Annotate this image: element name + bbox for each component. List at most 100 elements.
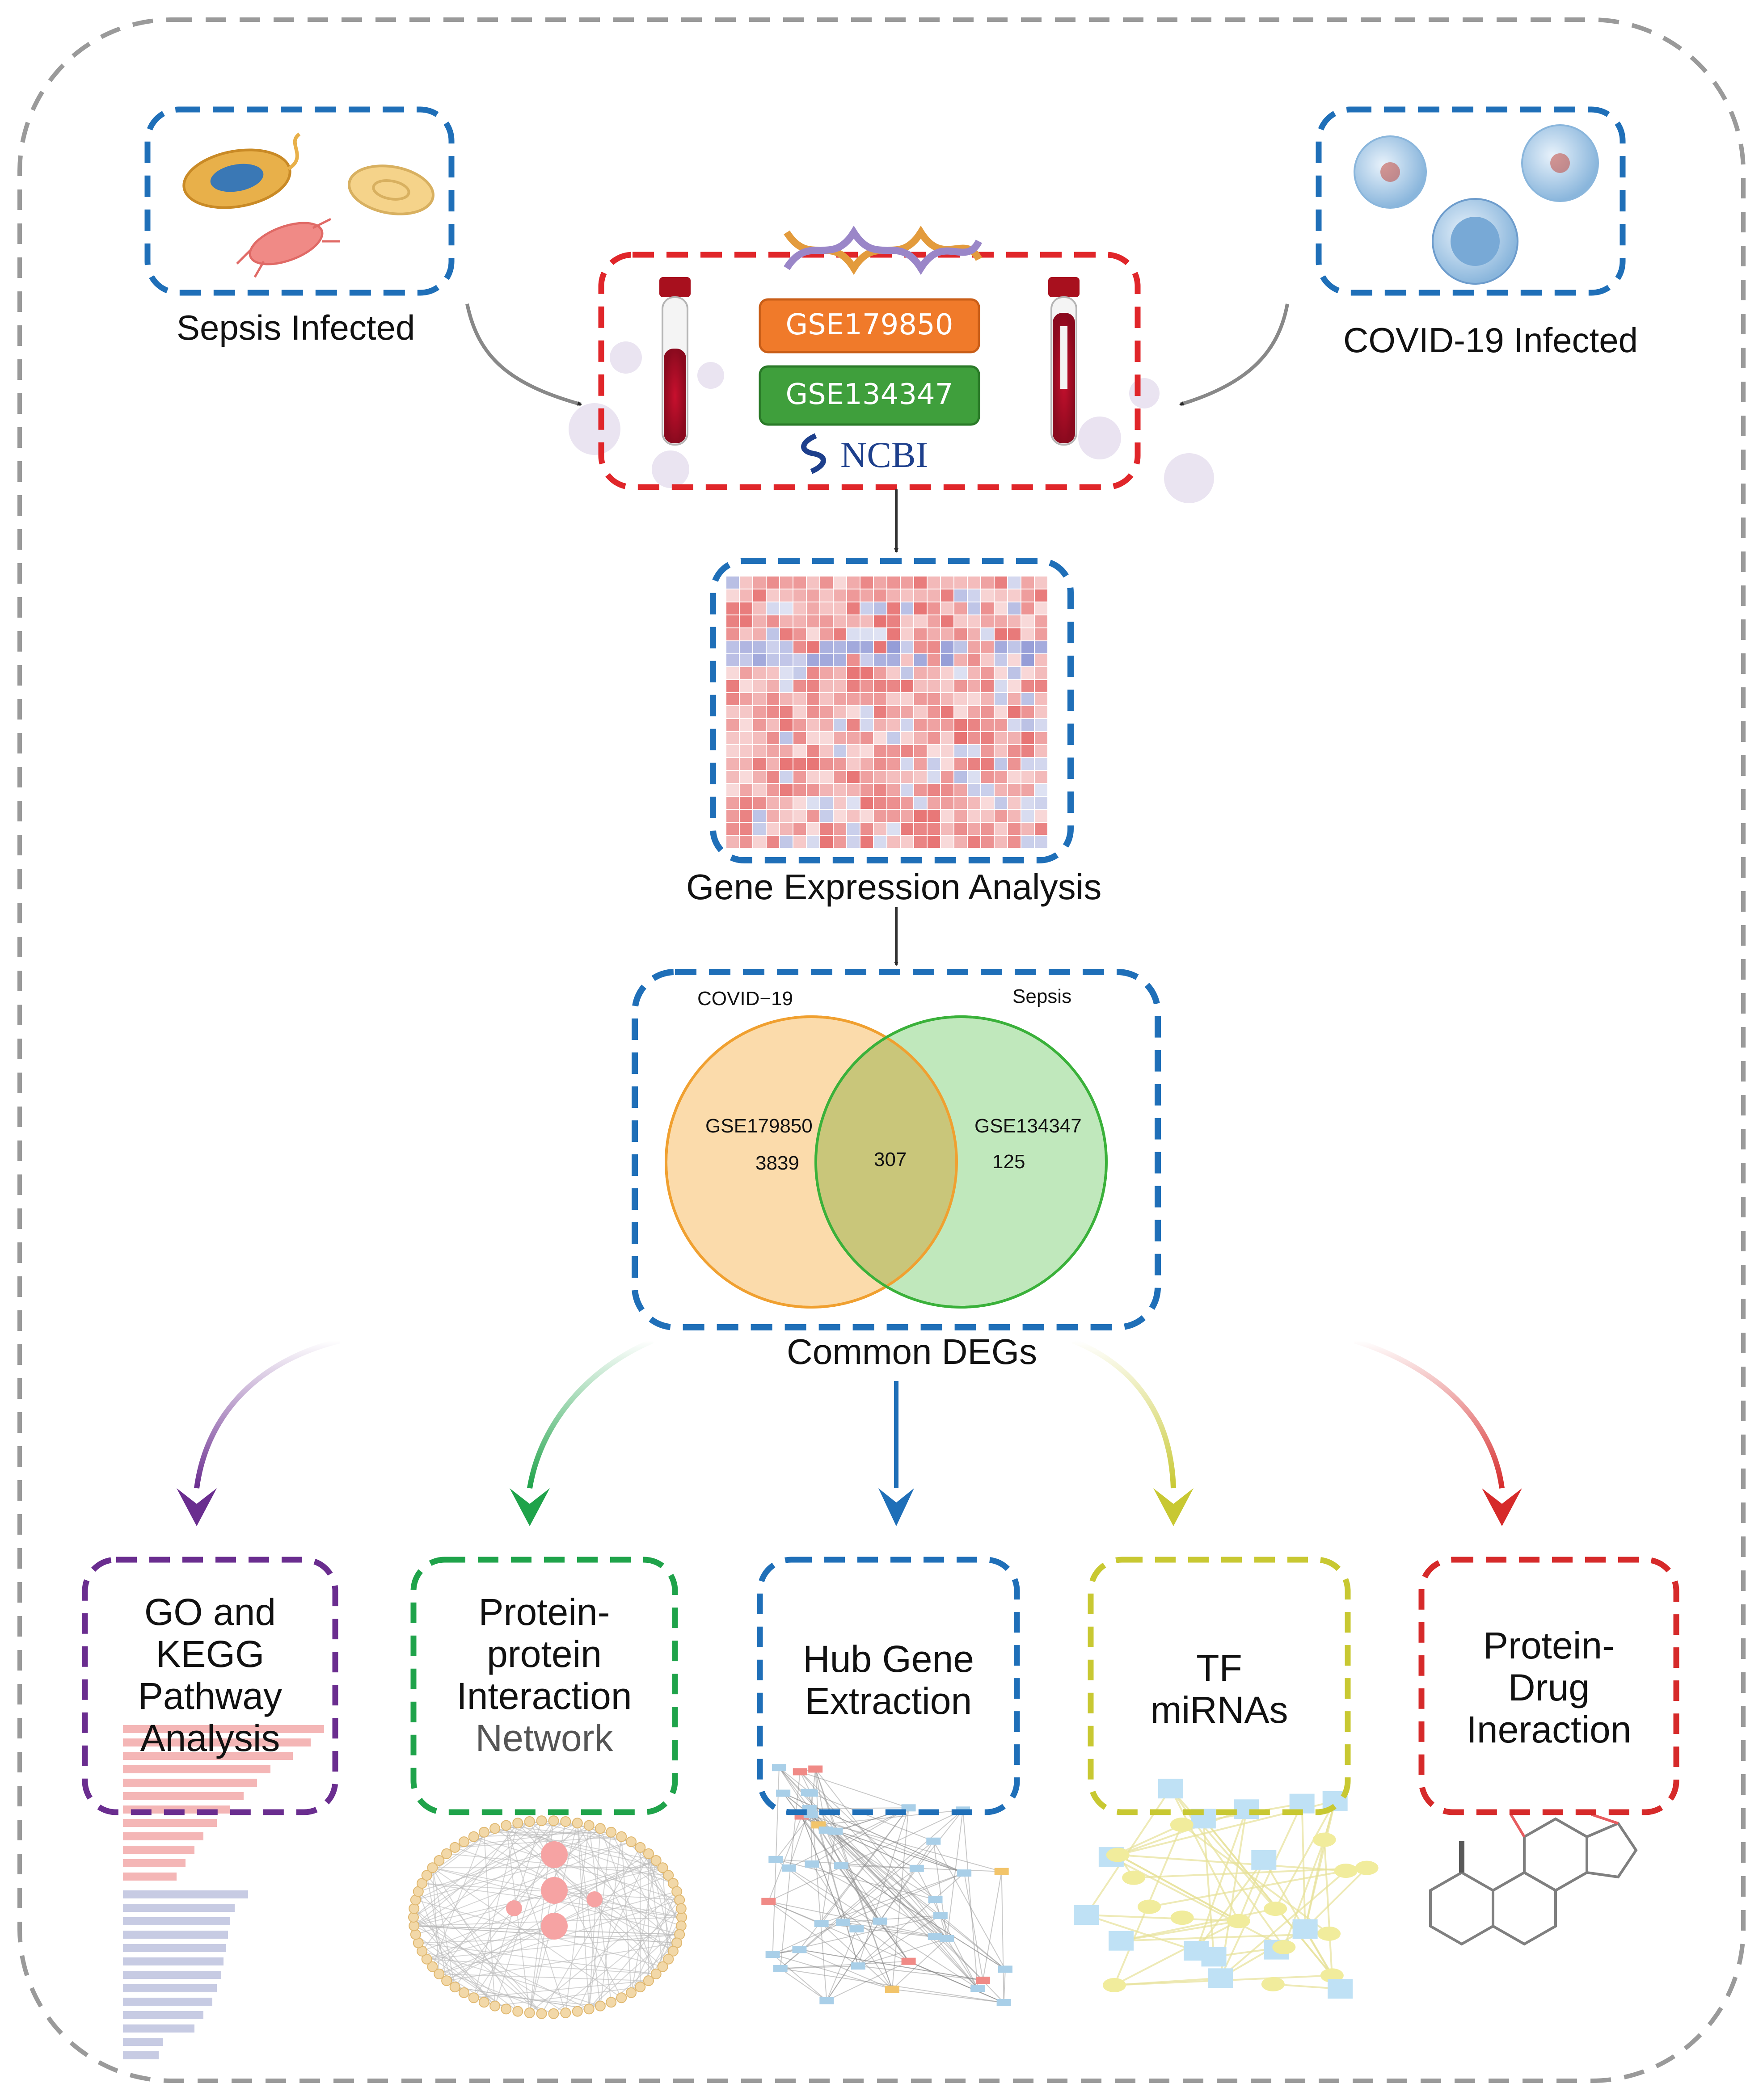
heatmap-cell	[860, 732, 873, 744]
venn-right-count: 125	[992, 1151, 1025, 1173]
ppi-node	[626, 1987, 637, 1998]
hub-node	[849, 1925, 864, 1933]
heatmap-cell	[740, 797, 752, 809]
heatmap-cell	[928, 577, 940, 589]
heatmap-cell	[887, 693, 900, 705]
heatmap-cell	[793, 706, 806, 718]
heatmap-cell	[726, 577, 739, 589]
heatmap-cell	[941, 797, 953, 809]
heatmap-cell	[901, 771, 913, 783]
heatmap-cell	[928, 602, 940, 614]
heatmap-cell	[901, 732, 913, 744]
heatmap-cell	[1008, 719, 1021, 731]
mirna-node	[1170, 1818, 1194, 1832]
heatmap-cell	[793, 680, 806, 692]
heatmap-cell	[928, 823, 940, 835]
heatmap-cell	[887, 784, 900, 796]
heatmap-cell	[1021, 641, 1034, 653]
heatmap-cell	[740, 745, 752, 757]
heatmap-cell	[981, 836, 994, 848]
heatmap-cell	[847, 628, 860, 640]
heatmap-cell	[807, 615, 819, 627]
heatmap-cell	[793, 589, 806, 602]
heatmap-cell	[780, 693, 793, 705]
heatmap-cell	[954, 719, 967, 731]
heatmap-cell	[740, 719, 752, 731]
heatmap-cell	[914, 823, 927, 835]
heatmap-cell	[968, 810, 980, 822]
heatmap-cell	[767, 641, 779, 653]
heatmap-cell	[887, 823, 900, 835]
heatmap-cell	[1008, 654, 1021, 666]
ppi-node	[421, 1953, 432, 1965]
heatmap-cell	[780, 732, 793, 744]
heatmap-cell	[860, 602, 873, 614]
heatmap-cell	[807, 641, 819, 653]
heatmap-cell	[860, 654, 873, 666]
heatmap-cell	[914, 771, 927, 783]
heatmap-cell	[1021, 680, 1034, 692]
heatmap-cell	[928, 641, 940, 653]
heatmap-cell	[941, 719, 953, 731]
heatmap-cell	[793, 823, 806, 835]
ppi-node	[409, 1903, 420, 1914]
heatmap-cell	[834, 693, 846, 705]
mirna-gene-node	[1328, 1979, 1353, 1999]
heatmap-cell	[834, 732, 846, 744]
heatmap-cell	[1008, 732, 1021, 744]
sepsis-arrow	[465, 303, 582, 406]
heatmap-cell	[874, 602, 886, 614]
heatmap-cell	[874, 797, 886, 809]
heatmap-cell	[968, 784, 980, 796]
mirna-node	[1122, 1870, 1146, 1885]
ppi-node	[434, 1855, 445, 1866]
heatmap-cell	[834, 654, 846, 666]
heatmap-cell	[820, 719, 833, 731]
heatmap-cell	[874, 628, 886, 640]
heatmap-cell	[740, 641, 752, 653]
arrow-go-kegg	[194, 1338, 341, 1489]
heatmap-cell	[1021, 823, 1034, 835]
heatmap-cell	[928, 771, 940, 783]
heatmap-cell	[1035, 771, 1047, 783]
mirna-node	[1227, 1914, 1250, 1928]
heatmap-cell	[767, 758, 779, 770]
heatmap-cell	[767, 589, 779, 602]
heatmap-cell	[874, 706, 886, 718]
heatmap-cell	[820, 797, 833, 809]
heatmap-cell	[767, 797, 779, 809]
heatmap-cell	[860, 628, 873, 640]
heatmap-cell	[834, 797, 846, 809]
heatmap-cell	[767, 732, 779, 744]
heatmap-cell	[726, 680, 739, 692]
heatmap-cell	[753, 758, 766, 770]
heatmap-cell	[807, 771, 819, 783]
heatmap-cell	[753, 706, 766, 718]
heatmap-cell	[847, 810, 860, 822]
heatmap-cell	[954, 732, 967, 744]
heatmap-cell	[995, 628, 1007, 640]
heatmap-cell	[1021, 602, 1034, 614]
heatmap-cell	[860, 836, 873, 848]
heatmap-cell	[928, 784, 940, 796]
heatmap-cell	[1035, 810, 1047, 822]
pathway-bar	[123, 1725, 324, 1733]
heatmap-cell	[753, 602, 766, 614]
heatmap-cell	[954, 771, 967, 783]
heatmap-cell	[1021, 719, 1034, 731]
heatmap-cell	[874, 758, 886, 770]
heatmap-cell	[780, 797, 793, 809]
heatmap-cell	[874, 615, 886, 627]
heatmap-cell	[928, 810, 940, 822]
hub-node	[814, 1919, 829, 1927]
ppi-node	[524, 2007, 535, 2019]
heatmap-cell	[954, 693, 967, 705]
heatmap-cell	[793, 641, 806, 653]
heatmap-cell	[1035, 628, 1047, 640]
heatmap-cell	[968, 654, 980, 666]
heatmap-cell	[726, 797, 739, 809]
pathway-bar	[123, 1971, 221, 1979]
heatmap-cell	[874, 589, 886, 602]
heatmap-cell	[901, 577, 913, 589]
mirna-node	[1102, 1978, 1126, 1992]
